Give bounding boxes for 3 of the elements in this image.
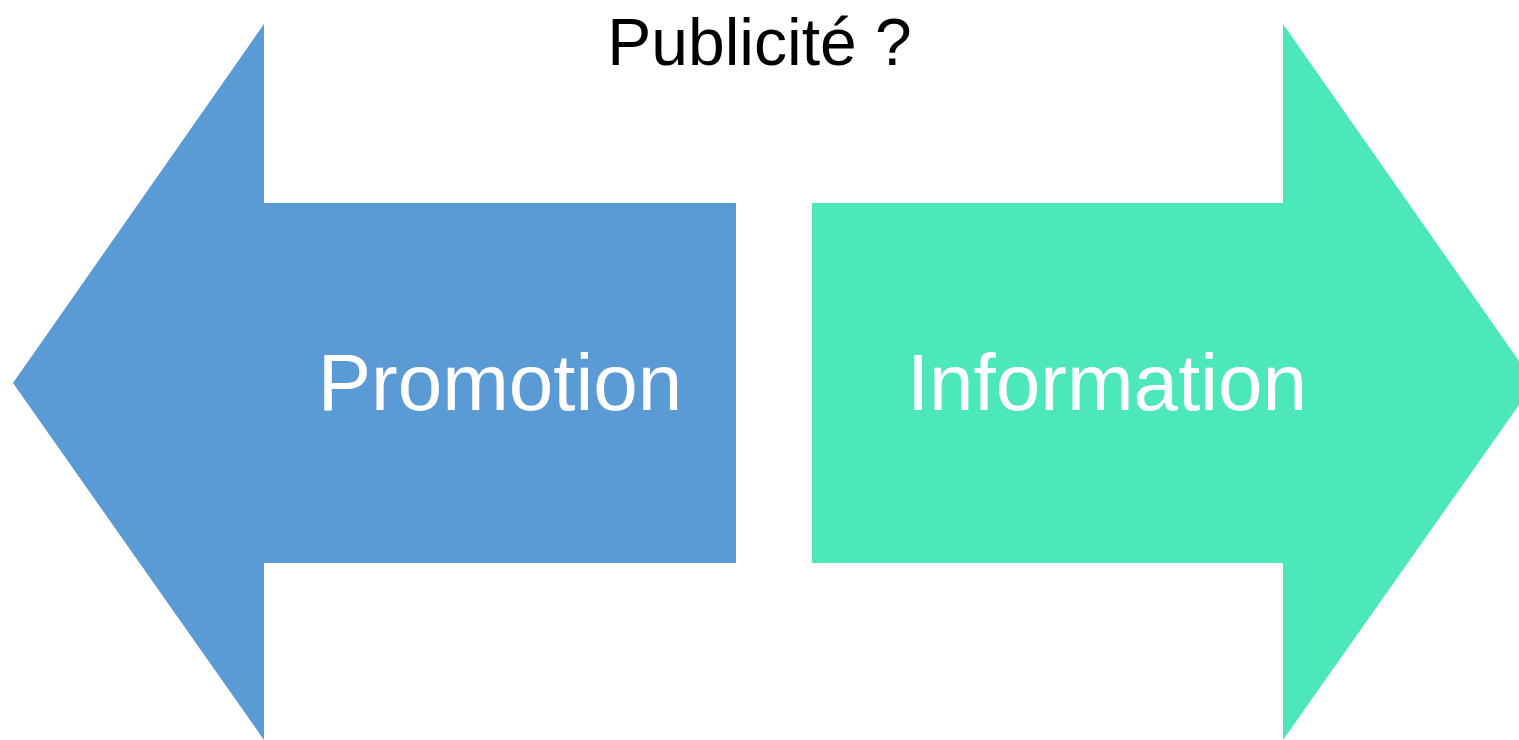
diagram-title: Publicité ?: [606, 4, 913, 81]
arrow-label: Promotion: [317, 337, 683, 429]
arrow-label: Information: [906, 337, 1308, 429]
